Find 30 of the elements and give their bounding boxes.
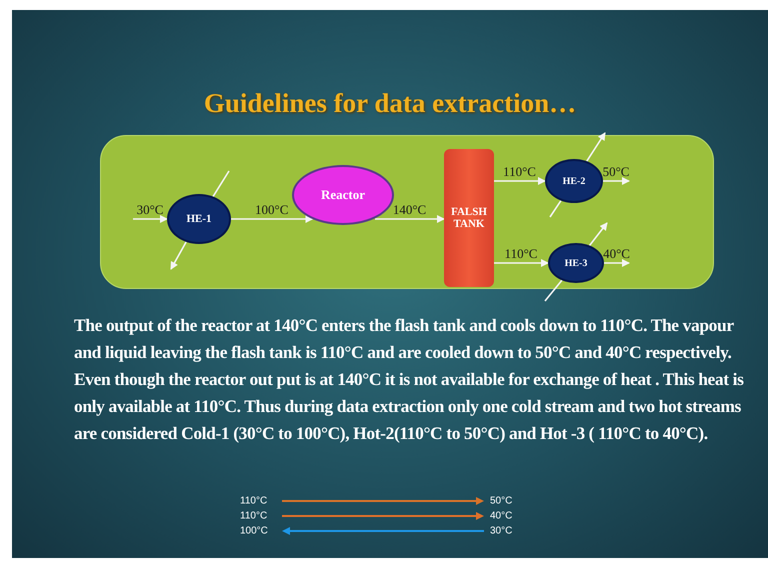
arrow: [375, 215, 445, 223]
arrow: [603, 177, 630, 185]
arrow: [170, 242, 187, 270]
temperature-label: 110°C: [240, 510, 268, 522]
paragraph: The output of the reactor at 140°C enters the flash tank and cools down to 110°C. The vapour and liquid leaving the flash tank is 110°C and are cooled down to 50°C and 40°C respectively. Even though the reactor out put is at 140°C it is not available for exchange of heat . This heat is only available at 110°C. Thus during data extraction only one cold stream and two hot streams are considered Cold-1 (30°C to 100°C), Hot-2(110°C to 50°C) and Hot -3 ( 110°C to 40°C).: [74, 314, 745, 445]
temperature-label: 30°C: [490, 526, 512, 536]
edge-label: 100°C: [255, 202, 288, 218]
reactor-ellipse: Reactor: [292, 165, 394, 225]
flash-tank: FALSH TANK: [444, 149, 494, 287]
arrow: [494, 177, 546, 185]
edge-label: 50°C: [602, 164, 630, 180]
heat-exchanger-ellipse: HE-2: [545, 159, 603, 203]
edge-label: 110°C: [504, 246, 538, 262]
arrow: [231, 215, 314, 223]
temperature-label: 40°C: [490, 510, 512, 522]
edge-label: 140°C: [392, 202, 426, 218]
title: Guidelines for data extraction…: [202, 88, 578, 119]
arrow: [588, 222, 608, 246]
edge-label: 40°C: [603, 246, 630, 262]
arrow: [604, 259, 630, 267]
temperature-label: 110°C: [240, 496, 268, 506]
temperature-label: 100°C: [240, 526, 268, 536]
arrow: [133, 215, 168, 223]
edge-label: 30°C: [136, 202, 164, 218]
heat-exchanger-ellipse: HE-1: [167, 194, 231, 244]
temperature-label: 50°C: [490, 496, 512, 506]
arrow: [494, 259, 549, 267]
arrow: [586, 132, 606, 162]
heat-exchanger-ellipse: HE-3: [548, 243, 604, 283]
edge-label: 110°C: [503, 164, 536, 180]
